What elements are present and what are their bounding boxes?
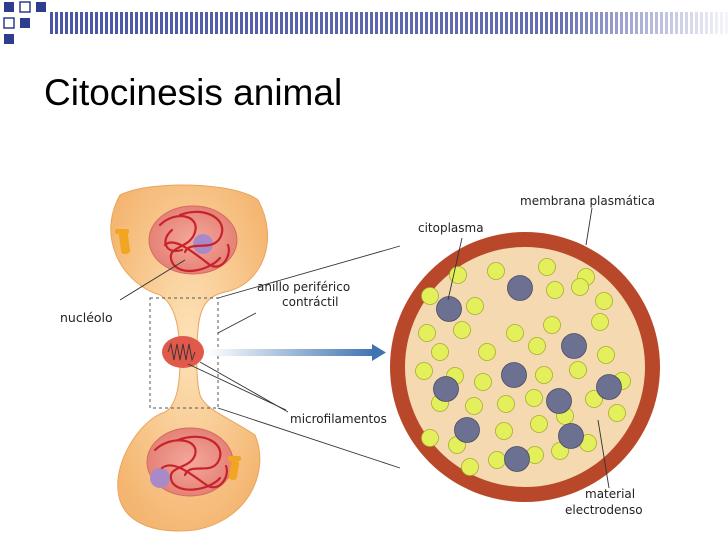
- nucleolus-bottom: [150, 468, 170, 488]
- dense-particle: [436, 296, 462, 322]
- vesicle: [595, 292, 613, 310]
- cross-section: [390, 232, 660, 502]
- vesicle: [488, 451, 506, 469]
- vesicle: [546, 281, 564, 299]
- label-citoplasma: citoplasma: [418, 221, 484, 235]
- header-band: [3, 1, 728, 44]
- label-microfilamentos: microfilamentos: [290, 412, 387, 426]
- vesicle: [543, 316, 561, 334]
- contractile-ring: [162, 336, 204, 368]
- vesicle: [478, 343, 496, 361]
- vesicle: [418, 324, 436, 342]
- corner-squares-icon: [3, 1, 46, 44]
- vesicle: [487, 262, 505, 280]
- vesicle: [474, 373, 492, 391]
- vesicle: [597, 346, 615, 364]
- vesicle: [466, 297, 484, 315]
- label-pointers: [447, 207, 610, 489]
- slide-title: Citocinesis animal: [44, 72, 343, 113]
- vesicle: [453, 321, 471, 339]
- dense-particle: [501, 362, 527, 388]
- vesicle: [571, 278, 589, 296]
- dense-particle: [433, 376, 459, 402]
- magnify-arrow: [207, 344, 386, 361]
- dense-particle: [546, 388, 572, 414]
- vesicle: [495, 422, 513, 440]
- dense-particle: [507, 275, 533, 301]
- vesicle: [497, 395, 515, 413]
- label-anillo-line2: contráctil: [282, 295, 339, 309]
- dividing-cell: [110, 184, 268, 532]
- vesicle: [461, 458, 479, 476]
- label-material-line2: electrodenso: [565, 503, 643, 517]
- vesicle: [538, 258, 556, 276]
- dense-particle: [504, 446, 530, 472]
- dense-particle: [558, 423, 584, 449]
- vesicle: [449, 266, 467, 284]
- connector-lines: [119, 245, 401, 469]
- label-membrana: membrana plasmática: [520, 194, 655, 208]
- microfilament-bundle: [167, 342, 196, 362]
- dense-particle: [454, 417, 480, 443]
- organelle-rods: [115, 229, 241, 481]
- vesicle: [591, 313, 609, 331]
- label-nucleolo: nucléolo: [60, 310, 113, 325]
- vesicles: [415, 258, 631, 476]
- vesicle: [465, 397, 483, 415]
- label-material-line1: material: [585, 487, 635, 501]
- vesicle: [569, 361, 587, 379]
- vesicle: [421, 429, 439, 447]
- vesicle: [506, 324, 524, 342]
- vesicle: [421, 287, 439, 305]
- vesicle: [530, 415, 548, 433]
- vesicle: [608, 404, 626, 422]
- electrodense-material: [433, 275, 622, 472]
- label-anillo-line1: anillo periférico: [257, 280, 350, 294]
- vesicle: [535, 366, 553, 384]
- vesicle: [525, 389, 543, 407]
- vesicle: [415, 362, 433, 380]
- vesicle: [431, 343, 449, 361]
- vesicle: [585, 390, 603, 408]
- dense-particle: [561, 333, 587, 359]
- dense-particle: [596, 374, 622, 400]
- vesicle: [528, 337, 546, 355]
- nucleolus-top: [193, 234, 213, 254]
- nucleus-top: [148, 205, 238, 275]
- nucleus-bottom: [146, 427, 234, 497]
